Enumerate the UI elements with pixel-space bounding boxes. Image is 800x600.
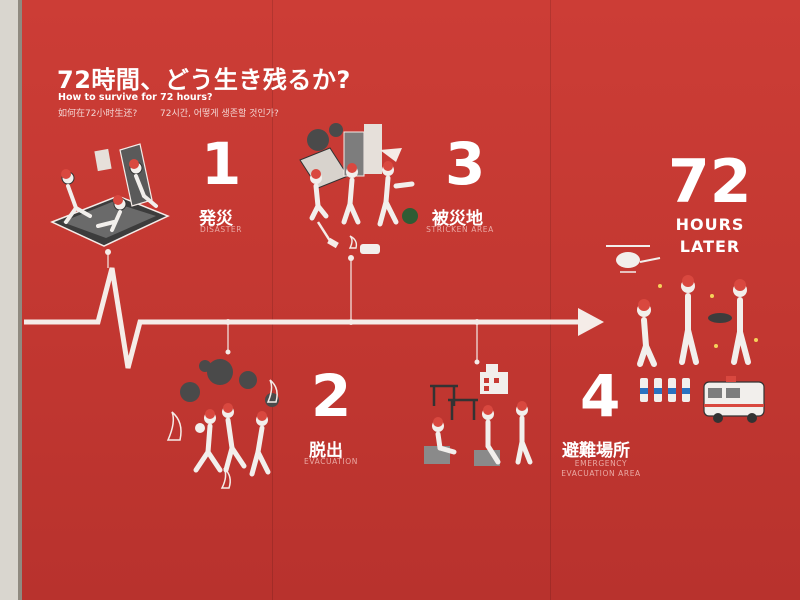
finale-number: 72 [668,147,752,217]
step-4-number: 4 [580,362,621,430]
connector-dot [348,319,354,325]
rescue-illustration [606,245,765,423]
timeline-line [24,267,580,369]
connector-dot [474,319,480,325]
water-bottles [640,378,690,402]
connector-dot [348,255,354,261]
step-4-label-en-line1: EMERGENCY [574,459,628,468]
subtitle-english: How to survive for 72 hours? [58,92,213,103]
finale-line-2: LATER [679,237,741,256]
panel-seam [272,0,273,600]
step-4-label: 避難場所 [562,441,630,461]
step-2-label: 脱出 [309,441,343,461]
disaster-illustration [50,143,170,247]
connector-dot [225,319,231,325]
step-1-number: 1 [201,130,242,198]
timeline-arrowhead [578,308,604,336]
panel-seam [550,0,551,600]
step-3-label: 被災地 [432,209,483,229]
connector-dot [105,249,111,255]
finale-line-1: HOURS [675,215,745,234]
connector-dot [225,349,231,355]
poster-title: 72時間、どう生き残るか? [57,66,351,94]
subtitle-korean: 72시간, 어떻게 생존할 것인가? [160,109,279,119]
step-1-label: 発災 [199,209,233,229]
step-2-number: 2 [311,362,352,430]
wall-edge [0,0,22,600]
step-2-label-en: EVACUATION [304,457,358,466]
step-4-label-en: EMERGENCY EVACUATION AREA [556,459,646,479]
evacuation-area-illustration [424,364,533,466]
step-1-label-en: DISASTER [199,225,243,234]
evacuation-illustration [166,359,279,489]
step-3-number: 3 [445,130,486,198]
step-4-label-en-line2: EVACUATION AREA [561,468,641,478]
stricken-area-illustration [299,123,418,254]
subtitle-chinese: 如何在72小时生还? [58,109,138,119]
step-3-label-en: STRICKEN AREA [426,225,494,234]
connector-dot [474,359,480,365]
ambulance [703,376,765,423]
